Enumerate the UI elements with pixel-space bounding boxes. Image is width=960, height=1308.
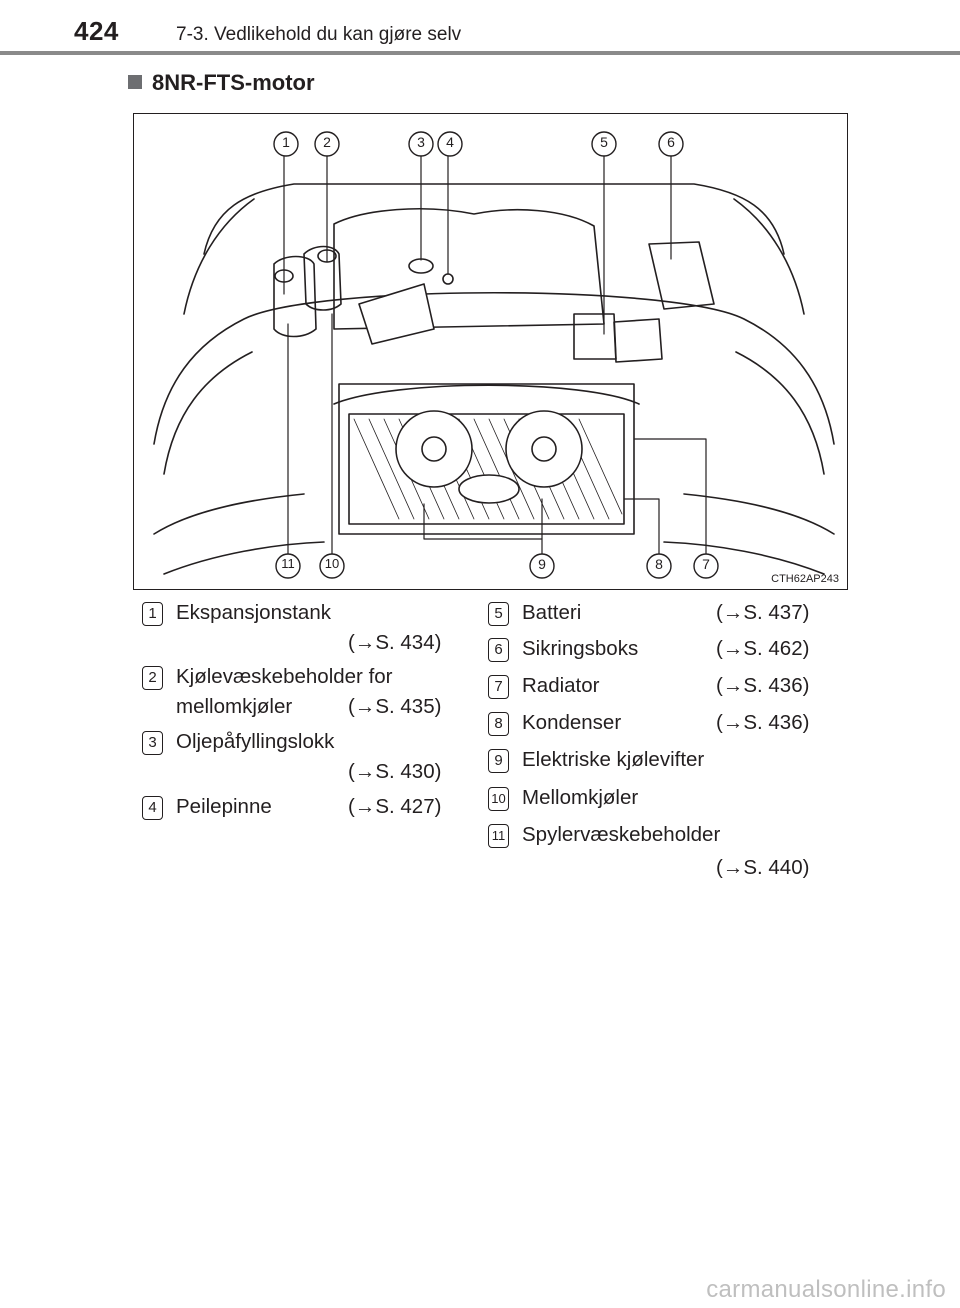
item-number: 1 xyxy=(142,602,163,626)
page-reference: (→S. 462) xyxy=(716,637,810,660)
intercooler-cover xyxy=(358,283,435,345)
callout-9: 9 xyxy=(538,556,546,572)
list-item: 2 Kjølevæskebeholder for mellomkjøler (→… xyxy=(142,660,462,726)
list-item: 3 Oljepåfyllingslokk (→S. 430) xyxy=(142,725,462,791)
callout-11: 11 xyxy=(281,556,295,571)
item-label: Kondenser xyxy=(522,711,622,734)
item-label: Radiator xyxy=(522,674,600,697)
section-title: 8NR-FTS-motor xyxy=(152,70,315,95)
oil-cap xyxy=(408,258,434,274)
dipstick xyxy=(442,273,454,285)
list-item: 4 Peilepinne (→S. 427) xyxy=(142,790,462,824)
battery xyxy=(573,313,617,360)
item-number: 3 xyxy=(142,731,163,755)
figure-code: CTH62AP243 xyxy=(771,573,839,585)
list-item: 1 Ekspansjonstank (→S. 434) xyxy=(142,596,462,662)
item-number: 5 xyxy=(488,602,509,626)
page-reference: (→S. 436) xyxy=(716,674,810,697)
fuse-box xyxy=(648,241,715,310)
item-number: 9 xyxy=(488,749,509,773)
fan-left xyxy=(395,410,473,488)
watermark: carmanualsonline.info xyxy=(706,1276,946,1303)
callout-8: 8 xyxy=(655,556,663,572)
page-reference: (→S. 436) xyxy=(716,711,810,734)
item-label: Elektriske kjølevifter xyxy=(522,748,705,771)
page-reference: (→S. 437) xyxy=(716,601,810,624)
item-label: Peilepinne xyxy=(176,795,272,818)
list-item: 10 Mellomkjøler xyxy=(488,781,828,815)
page-number: 424 xyxy=(74,16,119,46)
item-number: 7 xyxy=(488,675,509,699)
item-number: 10 xyxy=(488,787,509,811)
list-item: 7 Radiator (→S. 436) xyxy=(488,669,828,703)
list-item: 6 Sikringsboks (→S. 462) xyxy=(488,632,828,666)
item-label: Oljepåfyllingslokk xyxy=(176,730,335,753)
list-item: 11 Spylervæskebeholder (→S. 440) xyxy=(488,818,828,884)
callout-2: 2 xyxy=(323,134,331,150)
item-number: 6 xyxy=(488,638,509,662)
fan-right xyxy=(505,410,583,488)
page-reference: (→S. 440) xyxy=(716,856,810,879)
callout-4: 4 xyxy=(446,134,454,150)
intercooler-coolant xyxy=(303,245,342,311)
item-label: Kjølevæskebeholder for xyxy=(176,665,393,688)
callout-7: 7 xyxy=(702,556,710,572)
page-reference: (→S. 435) xyxy=(348,695,442,718)
page-header: 424 7-3. Vedlikehold du kan gjøre selv xyxy=(0,0,960,46)
callout-5: 5 xyxy=(600,134,608,150)
radiator xyxy=(338,383,635,535)
callout-6: 6 xyxy=(667,134,675,150)
list-item: 9 Elektriske kjølevifter xyxy=(488,743,828,777)
item-label: Batteri xyxy=(522,601,582,624)
list-item: 5 Batteri (→S. 437) xyxy=(488,596,828,630)
chapter-title: 7-3. Vedlikehold du kan gjøre selv xyxy=(176,24,462,45)
expansion-tank xyxy=(273,255,317,338)
callout-10: 10 xyxy=(324,556,340,571)
callout-1: 1 xyxy=(282,134,290,150)
engine-bay-illustration: 1 2 3 4 5 6 7 8 9 10 11 CTH62AP243 xyxy=(133,113,848,590)
item-label: Spylervæskebeholder xyxy=(522,823,721,846)
hood-edge xyxy=(203,183,785,255)
item-number: 11 xyxy=(488,824,509,848)
section-heading: 8NR-FTS-motor xyxy=(128,70,315,96)
item-label: Ekspansjonstank xyxy=(176,601,331,624)
callout-3: 3 xyxy=(417,134,425,150)
item-number: 4 xyxy=(142,796,163,820)
page-reference: (→S. 434) xyxy=(348,631,442,654)
square-bullet-icon xyxy=(128,75,142,89)
page-reference: (→S. 427) xyxy=(348,795,442,818)
list-item: 8 Kondenser (→S. 436) xyxy=(488,706,828,740)
item-label: Sikringsboks xyxy=(522,637,639,660)
header-rule xyxy=(0,51,960,55)
item-number: 2 xyxy=(142,666,163,690)
item-label: Mellomkjøler xyxy=(522,786,639,809)
item-number: 8 xyxy=(488,712,509,736)
engine-drawing xyxy=(153,131,835,579)
item-label-line2: mellomkjøler xyxy=(176,695,293,718)
page-reference: (→S. 430) xyxy=(348,760,442,783)
